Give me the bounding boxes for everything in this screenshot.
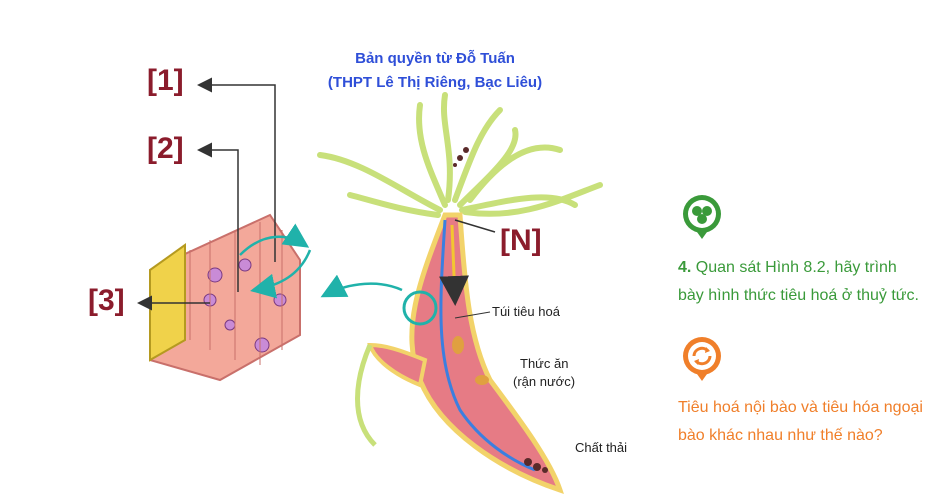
label-ran-nuoc: (rận nước) [513, 374, 576, 389]
label-3: [3] [88, 284, 125, 317]
label-1: [1] [147, 64, 184, 97]
label-n: [N] [500, 224, 542, 257]
question-5-line-1: Tiêu hoá nội bào và tiêu hóa ngoại [678, 399, 923, 416]
credit-line-2: (THPT Lê Thị Riêng, Bạc Liêu) [327, 74, 543, 91]
question-4-text-a: Quan sát Hình 8.2, hãy trình [695, 259, 897, 276]
credit-line-1: Bản quyền từ Đỗ Tuấn [355, 50, 515, 67]
label-thuc-an: Thức ăn [520, 356, 569, 371]
pointer-2 [197, 142, 239, 292]
tissue-section [149, 213, 301, 382]
question-5-line-2: bào khác nhau như thế nào? [678, 427, 883, 444]
pointer-1 [197, 77, 276, 262]
label-chat-thai: Chất thải [575, 440, 628, 455]
refresh-icon [682, 336, 722, 387]
pointer-n [454, 219, 496, 233]
question-5: Tiêu hoá nội bào và tiêu hóa ngoại bào k… [678, 394, 938, 450]
question-4: 4. Quan sát Hình 8.2, hãy trình bày hình… [678, 254, 928, 310]
pointer-tui [454, 311, 491, 319]
food-particles [452, 336, 489, 385]
label-2: [2] [147, 132, 184, 165]
waste-particles [453, 147, 548, 473]
clover-icon [682, 194, 722, 245]
tentacles [317, 92, 603, 218]
zoom-circle [402, 290, 438, 326]
question-4-number: 4. [678, 259, 692, 276]
label-tui-tieu-hoa: Túi tiêu hoá [492, 304, 560, 319]
question-4-text-b: bày hình thức tiêu hoá ở thuỷ tức. [678, 287, 919, 304]
